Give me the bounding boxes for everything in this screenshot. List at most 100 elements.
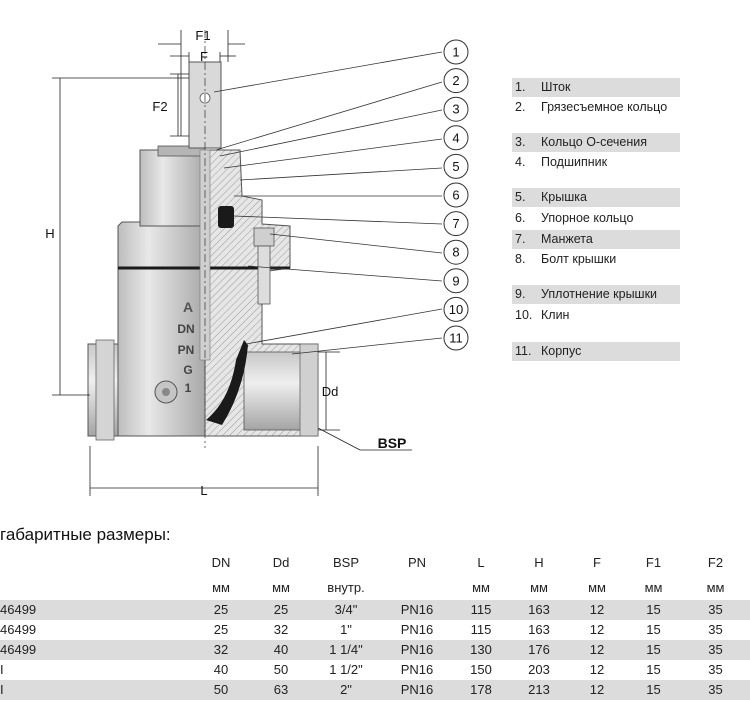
legend-item: 2.Грязесъемное кольцо: [512, 98, 680, 117]
svg-text:A: A: [183, 299, 193, 315]
table-cell: 213: [510, 680, 568, 700]
unit-cell: мм: [472, 580, 490, 595]
table-cell: 12: [568, 680, 626, 700]
legend-label: Корпус: [541, 344, 582, 358]
table-cell: 115: [452, 600, 510, 620]
legend-number: 1.: [515, 80, 526, 94]
callout-label: 8: [452, 245, 459, 260]
legend-label: Болт крышки: [541, 252, 617, 266]
legend-number: 4.: [515, 155, 526, 169]
legend-item: 11. Корпус: [512, 342, 680, 361]
table-cell: 176: [510, 640, 568, 660]
callout-9: 9: [443, 268, 469, 294]
table-cell: 12: [589, 662, 605, 677]
legend-number: 9.: [515, 287, 526, 301]
legend-number: 11.: [515, 344, 532, 358]
legend-item: 6.Упорное кольцо: [512, 209, 680, 228]
table-cell: 35: [681, 680, 750, 700]
table-cell: PN16: [400, 622, 434, 637]
article-code: 46499: [0, 622, 37, 637]
article-code: 46499: [0, 600, 190, 620]
legend-number: 5.: [515, 190, 526, 204]
table-cell: 115: [470, 622, 492, 637]
table-cell: 15: [626, 680, 681, 700]
callout-8: 8: [443, 239, 469, 265]
callout-label: 11: [449, 331, 463, 346]
column-header: DN: [211, 555, 231, 570]
unit-cell: [382, 576, 452, 600]
legend-label: Подшипник: [541, 155, 608, 169]
callout-label: 1: [452, 45, 459, 60]
dim-h: H: [45, 226, 54, 241]
legend-number: 8.: [515, 252, 526, 266]
legend-item: 1.Шток: [512, 78, 680, 97]
body-markings: A DN PN G 1: [177, 299, 194, 395]
table-cell: 63: [252, 680, 310, 700]
units-empty: [0, 576, 190, 600]
unit-cell: мм: [212, 580, 230, 595]
column-header: F2: [707, 555, 724, 570]
column-header: Dd: [272, 555, 290, 570]
callout-1: 1: [443, 39, 469, 65]
unit-cell: мм: [644, 580, 663, 595]
column-header: F: [593, 555, 601, 570]
callout-10: 10: [443, 296, 469, 322]
column-header: F1: [645, 555, 662, 570]
marking-1: 1: [185, 381, 192, 395]
table-cell: 2": [310, 680, 382, 700]
table-cell: 25: [213, 622, 229, 637]
article-code: 46499: [0, 640, 190, 660]
dim-f1: F1: [195, 28, 210, 43]
table-cell: 32: [273, 622, 289, 637]
legend-number: 7.: [515, 232, 526, 246]
callout-3: 3: [443, 96, 469, 122]
dim-f2: F2: [152, 99, 167, 114]
callout-5: 5: [443, 153, 469, 179]
article-code: I: [0, 662, 4, 677]
table-cell: 130: [452, 640, 510, 660]
legend-label: Клин: [541, 308, 570, 322]
marking-g: G: [183, 363, 192, 377]
legend-item: 3.Кольцо О-сечения: [512, 133, 680, 152]
legend-item: 10.Клин: [512, 306, 680, 325]
legend-label: Грязесъемное кольцо: [541, 100, 668, 114]
column-header: H: [534, 555, 544, 570]
table-cell: 32: [190, 640, 252, 660]
legend-item: 7.Манжета: [512, 230, 680, 249]
callout-leaders: [213, 51, 443, 355]
callout-label: 2: [452, 73, 459, 88]
table-cell: 15: [626, 600, 681, 620]
legend-item: 4. Подшипник: [512, 153, 680, 172]
dim-dd: Dd: [322, 384, 339, 399]
gate-valve-drawing: A DN PN G 1 F1 F F2: [45, 28, 469, 498]
unit-cell: внутр.: [327, 580, 365, 595]
table-cell: 35: [681, 600, 750, 620]
legend-number: 6.: [515, 211, 526, 225]
table-cell: 1 1/2": [329, 662, 363, 677]
unit-cell: мм: [588, 580, 606, 595]
article-code: I: [0, 680, 190, 700]
table-cell: 25: [190, 600, 252, 620]
column-header: L: [477, 555, 485, 570]
unit-cell: мм: [530, 580, 548, 595]
legend-item: 5. Крышка: [512, 188, 680, 207]
table-cell: 15: [646, 662, 661, 677]
legend-label: Крышка: [541, 190, 587, 204]
table-cell: 35: [708, 662, 723, 677]
dim-f: F: [200, 49, 208, 64]
table-cell: 203: [528, 662, 550, 677]
callout-label: 10: [449, 302, 463, 317]
table-cell: 163: [528, 622, 550, 637]
marking-dn: DN: [177, 322, 194, 336]
header-empty: [0, 549, 190, 576]
table-cell: 40: [252, 640, 310, 660]
table-cell: 15: [626, 640, 681, 660]
